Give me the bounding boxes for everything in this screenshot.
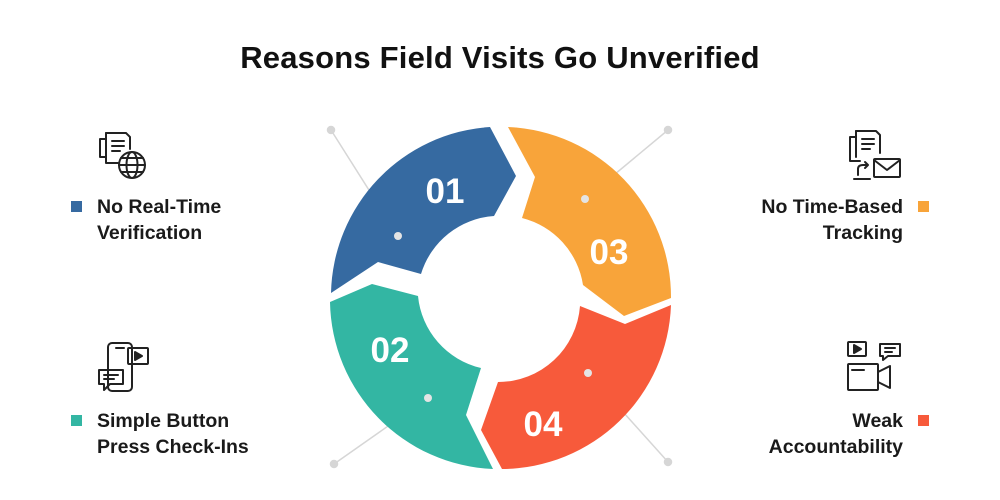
color-marker: [71, 201, 82, 212]
connector-dot-04-inner: [584, 369, 592, 377]
reason-label-check-ins: Simple Button Press Check-Ins: [71, 408, 249, 460]
segment-number-02: 02: [371, 331, 410, 370]
segment-number-03: 03: [590, 233, 629, 272]
connector-dot-02-outer: [329, 459, 339, 469]
connector-dot-03-inner: [581, 195, 589, 203]
segment-number-01: 01: [426, 172, 465, 211]
connector-dot-01-outer: [326, 125, 336, 135]
document-mail-icon: [849, 130, 901, 180]
reason-label-time-based: No Time-Based Tracking: [761, 194, 929, 246]
color-marker: [918, 415, 929, 426]
segment-01: [331, 127, 516, 293]
color-marker: [918, 201, 929, 212]
segment-02: [330, 284, 493, 469]
page-title: Reasons Field Visits Go Unverified: [240, 40, 760, 75]
phone-chat-video-icon: [98, 342, 149, 392]
segment-04: [481, 305, 671, 469]
connector-dot-03-outer: [663, 125, 673, 135]
connector-dot-02-inner: [424, 394, 432, 402]
connector-dot-01-inner: [394, 232, 402, 240]
document-globe-icon: [99, 132, 146, 179]
connector-dot-04-outer: [663, 457, 673, 467]
segment-03: [508, 127, 672, 316]
color-marker: [71, 415, 82, 426]
reason-label-real-time: No Real-Time Verification: [71, 194, 221, 246]
segment-number-04: 04: [524, 405, 563, 444]
reason-label-accountability: Weak Accountability: [769, 408, 929, 460]
video-camera-chat-icon: [847, 341, 901, 391]
